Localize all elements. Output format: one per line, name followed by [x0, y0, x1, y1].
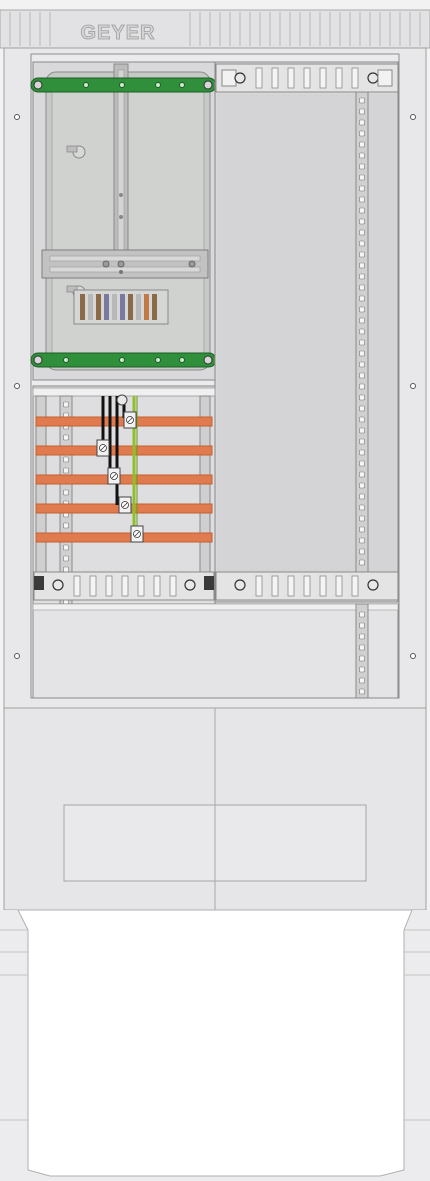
- din-rail-right-top: [215, 63, 399, 93]
- busbar-terminal-clamp: [96, 439, 110, 457]
- green-mounting-rail-bottom: [30, 352, 217, 368]
- meter-carrier-plate: [41, 249, 209, 279]
- right-empty-panel: [214, 61, 399, 603]
- cabinet-foundation: [0, 909, 430, 1181]
- busbar-terminal-clamp: [123, 411, 137, 429]
- busbar-terminal-clamp: [118, 496, 132, 514]
- perforated-rail-right-lower: [355, 603, 369, 699]
- lower-compartment: [32, 603, 399, 699]
- perforated-rail-right: [355, 91, 369, 573]
- copper-busbar: [35, 445, 213, 456]
- meter-terminal-block: [73, 289, 169, 325]
- meter-section: [30, 61, 217, 381]
- copper-busbar: [35, 532, 213, 543]
- brand-logo-text: GEYER: [80, 22, 155, 44]
- main-terminal-icon: [116, 394, 128, 406]
- din-rail-busbar-bottom: [33, 571, 215, 601]
- green-mounting-rail-top: [30, 77, 217, 93]
- copper-busbar: [35, 474, 213, 485]
- cabinet-plinth: [3, 707, 427, 911]
- busbar-terminal-clamp: [130, 525, 144, 543]
- busbar-terminal-clamp: [107, 467, 121, 485]
- side-screws: [14, 114, 416, 659]
- busbar-section: [32, 385, 216, 697]
- cabinet-top-cap: GEYER: [0, 9, 430, 49]
- din-rail-right-bottom: [215, 571, 399, 601]
